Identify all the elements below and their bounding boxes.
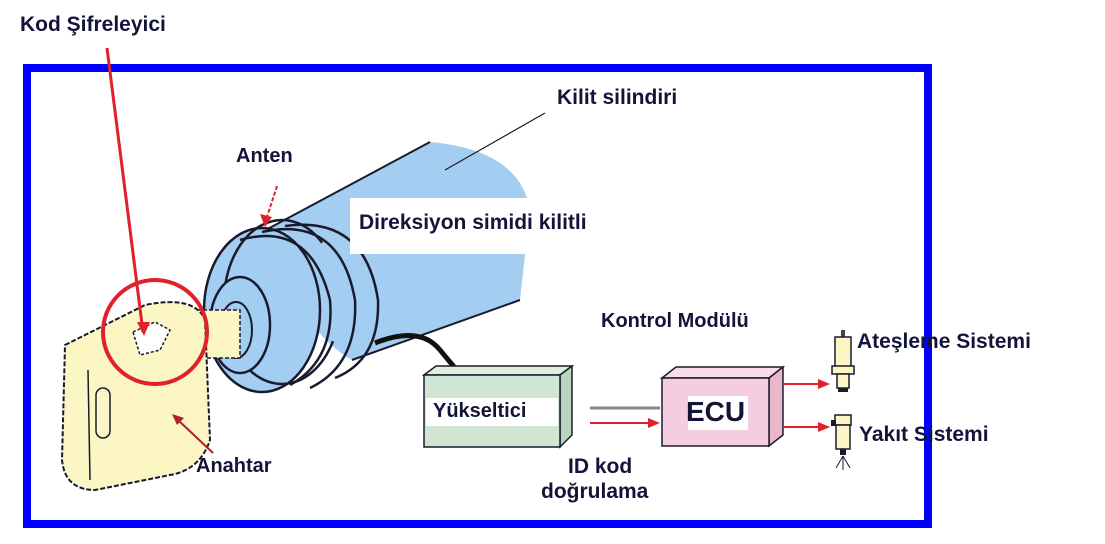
cable — [374, 332, 457, 370]
label-ignition-system: Ateşleme Sistemi — [857, 330, 1031, 353]
label-id-code-line2: doğrulama — [541, 480, 649, 503]
key-arrow — [177, 419, 214, 454]
antenna-arrow — [265, 185, 278, 221]
spark-plug-icon — [831, 330, 855, 392]
encoder-leader — [105, 47, 145, 333]
fuel-injector-icon — [831, 414, 852, 470]
id-code-arrowhead — [648, 418, 660, 428]
encoder-highlight-circle — [101, 278, 209, 386]
encoder-arrowhead — [137, 322, 150, 336]
fuel-arrowhead — [818, 422, 830, 432]
amplifier-box — [421, 364, 575, 449]
label-id-code-line1: ID kod — [568, 455, 633, 478]
diagram-frame — [23, 64, 932, 528]
label-band — [350, 198, 675, 254]
antenna-arrowhead — [260, 214, 272, 227]
label-key: Anahtar — [196, 455, 272, 477]
ecu-box — [659, 365, 786, 448]
key-arrowhead — [172, 414, 184, 425]
cylinder-leader — [444, 112, 546, 171]
key — [60, 301, 241, 492]
label-ecu: ECU — [686, 396, 746, 427]
ignition-arrowhead — [818, 379, 830, 389]
label-control-module: Kontrol Modülü — [601, 310, 749, 332]
label-fuel-system: Yakıt Sistemi — [859, 423, 989, 446]
label-steering-lock: Direksiyon simidi kilitli — [359, 211, 587, 234]
lock-cylinder — [202, 141, 530, 394]
label-lock-cylinder: Kilit silindiri — [557, 86, 678, 109]
label-encoder: Kod Şifreleyici — [20, 13, 166, 36]
label-antenna: Anten — [236, 145, 293, 167]
label-amplifier: Yükseltici — [433, 400, 527, 422]
